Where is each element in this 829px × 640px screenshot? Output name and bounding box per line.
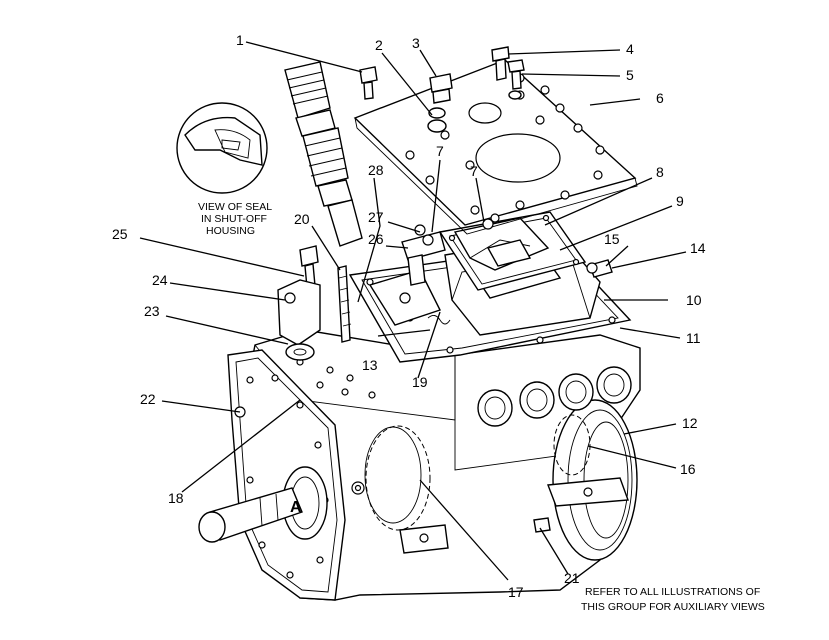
callout-9: 9 [676, 193, 684, 209]
callout-17: 17 [508, 584, 524, 600]
callout-23: 23 [144, 303, 160, 319]
callout-11: 11 [686, 330, 701, 346]
callout-2: 2 [375, 37, 383, 53]
callout-24: 24 [152, 272, 168, 288]
callout-7-left: 7 [436, 143, 444, 159]
callout-25: 25 [112, 226, 128, 242]
callout-21: 21 [564, 570, 580, 586]
callout-14: 14 [690, 240, 706, 256]
top-plate-bolts [359, 46, 525, 133]
callout-13: 13 [362, 357, 378, 373]
callout-8: 8 [656, 164, 664, 180]
callout-10: 10 [686, 292, 702, 308]
front-gasket [227, 349, 346, 601]
callout-3: 3 [412, 35, 420, 51]
callout-numbers: 1 2 3 4 5 6 7 7 8 9 10 11 12 13 14 15 16… [112, 32, 706, 600]
seal-caption-line-3: HOUSING [206, 225, 255, 237]
callout-5: 5 [626, 67, 634, 83]
callout-12: 12 [682, 415, 698, 431]
callout-15: 15 [604, 231, 620, 247]
callout-4: 4 [626, 41, 634, 57]
top-plate [353, 59, 638, 235]
footer-note-line-2: THIS GROUP FOR AUXILIARY VIEWS [581, 601, 765, 613]
outlet-bosses [477, 366, 632, 427]
seal-caption-line-1: VIEW OF SEAL [198, 201, 272, 213]
callout-26: 26 [368, 231, 384, 247]
callout-16: 16 [680, 461, 696, 477]
callout-7-right: 7 [470, 163, 478, 179]
leader-lines [139, 41, 687, 581]
callout-6: 6 [656, 90, 664, 106]
plunger-spring-assembly [284, 61, 363, 247]
seal-caption-line-2: IN SHUT-OFF [201, 213, 267, 225]
callout-27: 27 [368, 209, 384, 225]
shutoff-lever-parts [277, 213, 613, 361]
callout-18: 18 [168, 490, 184, 506]
callout-28: 28 [368, 162, 384, 178]
footer-note-line-1: REFER TO ALL ILLUSTRATIONS OF [585, 586, 760, 598]
callout-22: 22 [140, 391, 156, 407]
callout-19: 19 [412, 374, 428, 390]
seal-inset-view [176, 102, 268, 194]
callout-1: 1 [236, 32, 244, 48]
callout-20: 20 [294, 211, 310, 227]
housing-marker-a: A [290, 499, 302, 516]
drive-shaft: A [198, 466, 328, 543]
